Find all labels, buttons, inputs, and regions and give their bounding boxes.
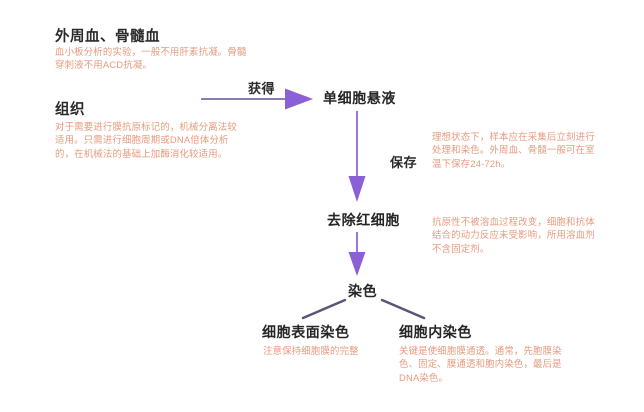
node-cell-surface-staining: 细胞表面染色 [262, 324, 350, 340]
branch-line-intra [380, 298, 426, 320]
source-heading-tissue: 组织 [55, 102, 85, 118]
edge-label-preserve: 保存 [390, 155, 418, 170]
node-remove-red-blood-cells: 去除红细胞 [327, 212, 400, 228]
annotation-lysis: 抗原性不被溶血过程改变，细胞和抗体结合的动力反应未受影响，所用溶血剂不含固定剂。 [432, 216, 595, 254]
annotation-surface-staining: 注意保持细胞膜的完整 [263, 345, 359, 356]
source-note-peripheral-blood: 血小板分析的实验，一般不用肝素抗凝。骨髓穿刺液不用ACD抗凝。 [55, 46, 247, 71]
annotation-intracellular-staining: 关键是使细胞膜通透。通常，先胞膜染色、固定、膜通透和胞内染色，最后是DNA染色。 [399, 345, 562, 383]
arrow-to-stain [348, 232, 366, 276]
node-intracellular-staining: 细胞内染色 [399, 324, 472, 340]
source-note-tissue: 对于需要进行膜抗原标记的，机械分离法较适用。只需进行细胞周期或DNA倍体分析的，… [55, 121, 237, 159]
branch-line-surface [301, 298, 347, 320]
arrow-preserve [348, 111, 366, 202]
annotation-preserve: 理想状态下，样本应在采集后立刻进行处理和染色。外周血、骨髓一般可在室温下保存24… [432, 131, 595, 169]
edge-label-obtain: 获得 [248, 81, 276, 96]
node-staining: 染色 [348, 283, 378, 299]
source-heading-peripheral-blood: 外周血、骨髓血 [55, 29, 160, 45]
node-single-cell-suspension: 单细胞悬液 [323, 90, 396, 106]
